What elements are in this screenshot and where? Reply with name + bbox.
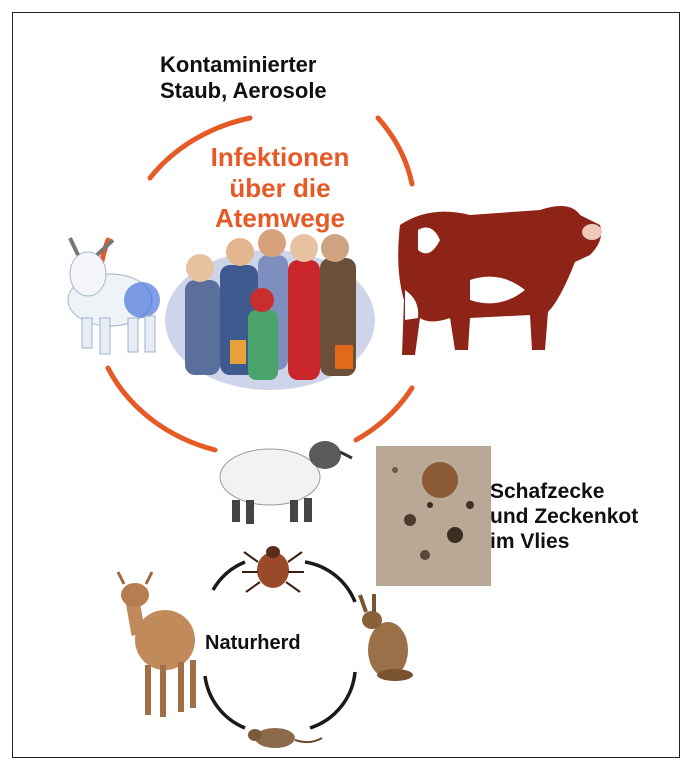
deer-icon <box>118 572 196 717</box>
natural-focus-label: Naturherd <box>205 632 335 656</box>
mouse-icon <box>248 728 322 748</box>
tick-feces-label: Schafzecke und Zeckenkot im Vlies <box>490 480 680 554</box>
cow-icon <box>398 206 602 355</box>
goat-icon <box>68 238 160 354</box>
contaminated-dust-label: Kontaminierter Staub, Aerosole <box>160 52 400 104</box>
infection-airways-title: Infektionen über die Atemwege <box>190 142 370 234</box>
sheep-icon <box>220 441 352 524</box>
people-group-icon <box>165 229 375 390</box>
tick-icon <box>242 546 304 592</box>
tick-feces-photo <box>376 446 491 586</box>
hare-icon <box>360 594 413 681</box>
